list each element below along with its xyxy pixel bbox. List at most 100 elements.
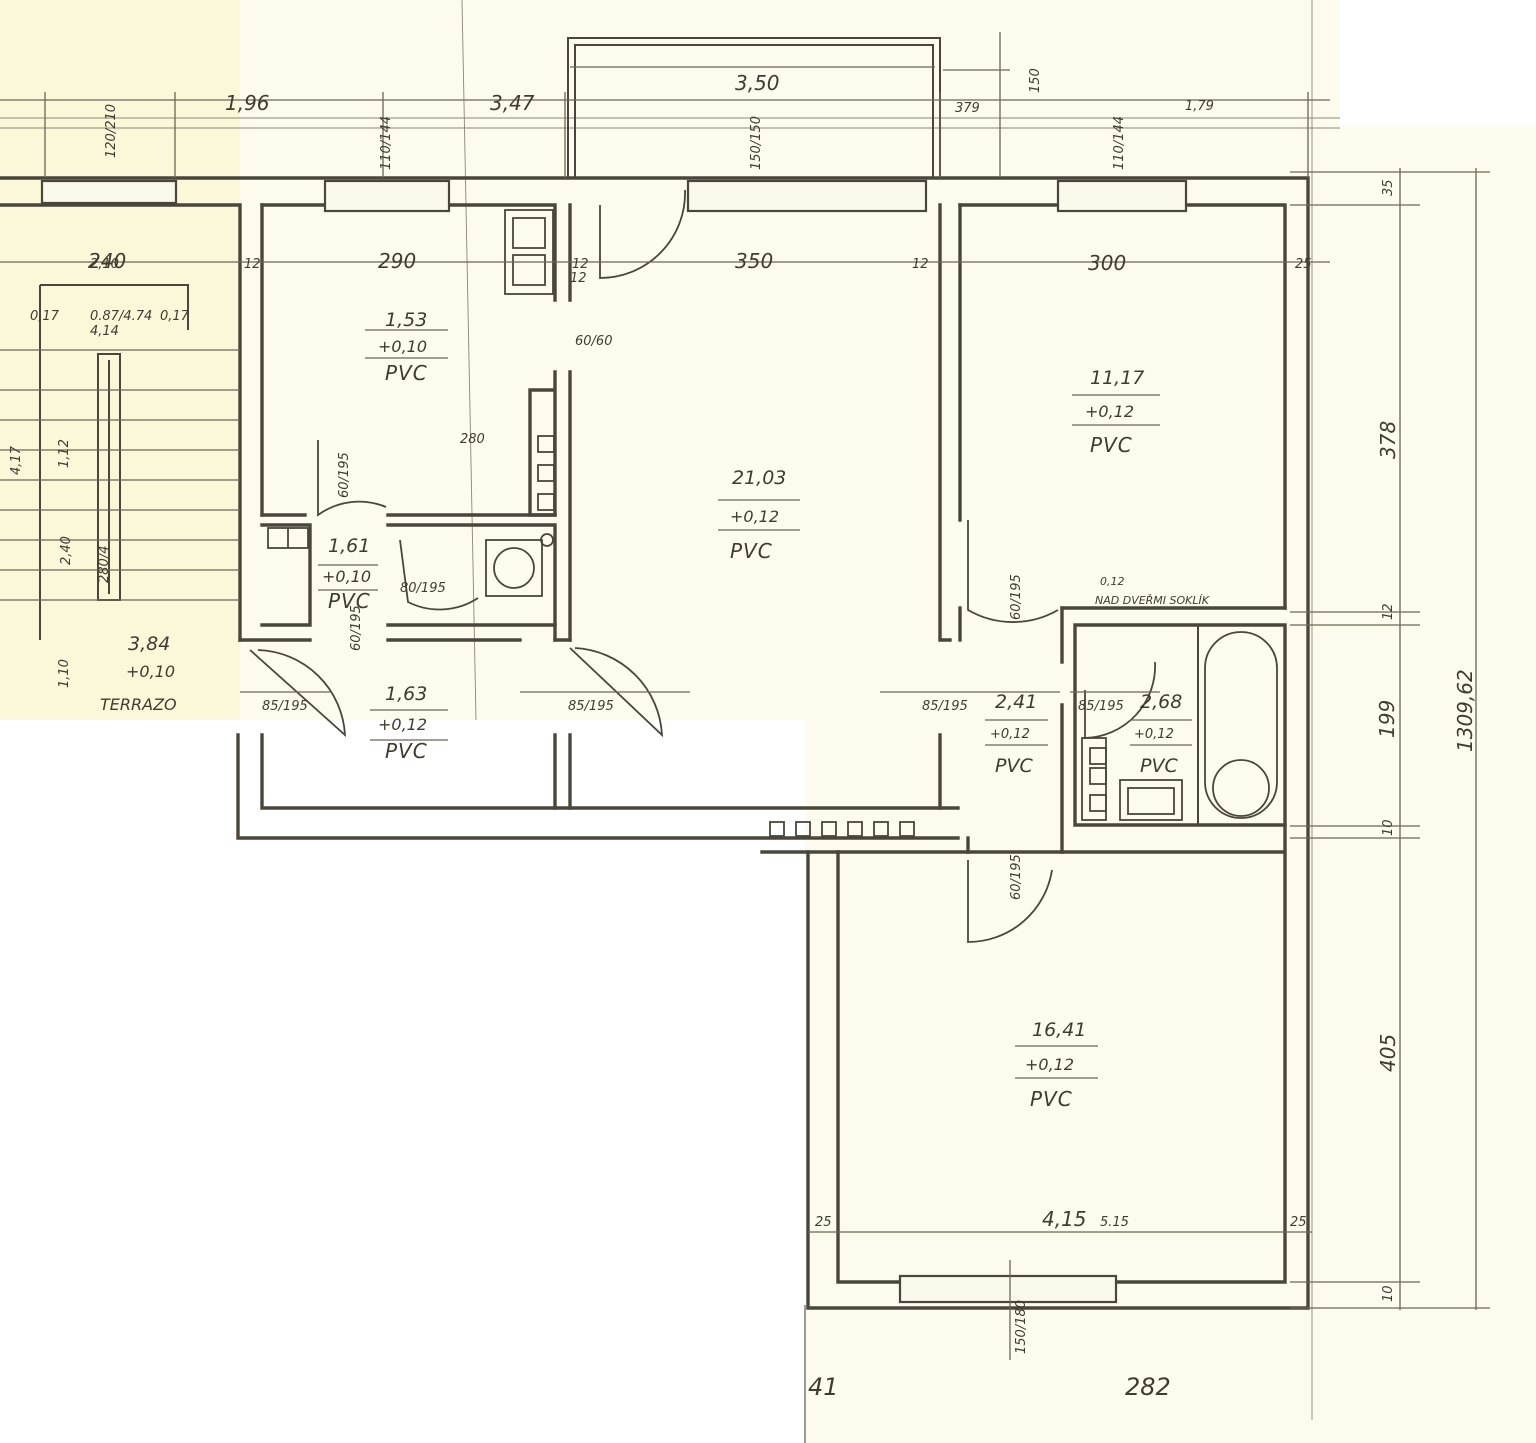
interior-walls (238, 203, 1287, 854)
room-area: 1,53 (385, 309, 427, 331)
fixtures (267, 209, 1278, 837)
stair-label: 4,17 (9, 445, 24, 475)
window-size-label: 110/144 (1112, 116, 1127, 170)
dim-label: 378 (1376, 421, 1400, 459)
room-level: +0,10 (322, 567, 371, 586)
room-area: 11,17 (1090, 367, 1144, 389)
dim-label: 80/195 (400, 581, 446, 596)
bathtub (1204, 631, 1278, 819)
dim-label: 280/4 (97, 546, 112, 583)
room-h-label: 16,41 +0,12 PVC (1025, 1019, 1086, 1111)
dim-label: 12 (912, 257, 929, 272)
room-area: 1,61 (328, 535, 370, 557)
window-size-label: 120/210 (104, 104, 119, 158)
dim-label: 85/195 (262, 699, 308, 714)
room-material: PVC (730, 539, 773, 563)
room-g-label: 2,68 +0,12 PVC (1134, 691, 1182, 777)
dim-label: 35 (1381, 179, 1396, 196)
window-size-label: 110/144 (379, 116, 394, 170)
dim-label: 290 (378, 249, 416, 273)
dim-label: 25 (815, 1215, 832, 1230)
dim-label: 150/180 (1014, 1300, 1029, 1354)
dim-label: 0.87/4.74 (90, 309, 152, 324)
room-area: 2,41 (995, 691, 1037, 713)
room-level: +0,12 (1134, 727, 1174, 742)
room-d-label: 21,03 +0,12 PVC (730, 467, 786, 563)
room-level: +0,10 (378, 337, 427, 356)
room-e-label: 11,17 +0,12 PVC (1085, 367, 1144, 457)
dim-label: 300 (1088, 251, 1126, 275)
washbasin (1119, 779, 1183, 821)
dim-label: 12 (244, 257, 261, 272)
window-size-label: 150/150 (749, 116, 764, 170)
room-material: PVC (1090, 433, 1133, 457)
room-level: +0,12 (378, 715, 427, 734)
windows (40, 179, 1188, 1304)
dim-label: 4,15 (1042, 1207, 1087, 1231)
note-text: 0,12 (1100, 575, 1125, 588)
stair-label: 1,12 (57, 439, 72, 468)
dim-label: 350 (735, 249, 773, 273)
room-material: TERRAZO (100, 695, 177, 714)
right-dimension-labels: 35 378 12 199 10 405 10 1309,62 (1375, 179, 1477, 1302)
dim-label: 85/195 (568, 699, 614, 714)
room-level: +0,12 (730, 507, 779, 526)
room-area: 1,63 (385, 683, 427, 705)
stair-label: 2,40 (59, 536, 74, 565)
dim-label: 10 (1381, 1285, 1396, 1302)
dim-label: 85/195 (922, 699, 968, 714)
stair-label: 2,10 (90, 257, 119, 272)
room-c-label: 1,63 +0,12 PVC (378, 683, 428, 763)
dim-label: 405 (1376, 1034, 1400, 1072)
room-material: PVC (385, 361, 428, 385)
terrace-label: 3,84 +0,10 TERRAZO (100, 633, 177, 714)
construction-guides (0, 0, 1340, 1420)
room-a-label: 1,53 +0,10 PVC (378, 309, 428, 385)
dim-label: 60/195 (349, 605, 364, 651)
room-b-label: 1,61 +0,10 PVC (322, 535, 371, 613)
dimension-lines (0, 32, 1490, 1443)
room-level: +0,12 (1085, 402, 1134, 421)
room-f-label: 2,41 +0,12 PVC (990, 691, 1037, 777)
dim-label: 1,96 (225, 91, 270, 115)
dim-label: 25 (1290, 1215, 1307, 1230)
inner-dimension-labels: 60/60 280 60/195 60/195 85/195 85/195 85… (90, 257, 1129, 1230)
room-area: 16,41 (1032, 1019, 1086, 1041)
window-living (686, 179, 928, 213)
sink-unit (504, 209, 554, 295)
dim-label: 3,50 (735, 71, 780, 95)
stair-label: 1,10 (57, 659, 72, 688)
dim-label: 240 (88, 249, 126, 273)
dim-label: 282 (1125, 1373, 1171, 1401)
top-dimension-labels: 1,96 3,47 3,50 379 1,79 150 350 290 300 … (88, 68, 1312, 275)
dim-label: 60/60 (575, 334, 612, 349)
dim-label: 199 (1375, 700, 1399, 738)
window-left (40, 179, 178, 205)
bottom-dimension-labels: 41 282 4,15 25 25 150/180 (808, 1207, 1307, 1401)
room-level: +0,12 (1025, 1055, 1074, 1074)
room-area: 3,84 (128, 633, 170, 655)
dim-label: 85/195 (1078, 699, 1124, 714)
dim-label: 150 (1028, 68, 1043, 93)
room-area: 2,68 (1140, 691, 1182, 713)
dim-label: 60/195 (337, 452, 352, 498)
room-material: PVC (1030, 1087, 1073, 1111)
stair-labels: 2,10 0,17 4,14 0,17 4,17 1,10 1,12 2,40 (9, 257, 190, 688)
dim-label: 379 (955, 101, 980, 116)
dim-label: 41 (808, 1373, 839, 1401)
stair-label: 0,17 (30, 309, 60, 324)
stair-label: 4,14 (90, 324, 119, 339)
room-level: +0,12 (990, 727, 1030, 742)
room-material: PVC (328, 589, 371, 613)
window-size-labels: 120/210 110/144 150/150 110/144 (104, 104, 1127, 170)
dim-label: 12 (572, 257, 589, 272)
dim-label: 60/195 (1009, 854, 1024, 900)
window-room-e (1056, 179, 1188, 213)
dim-label-total: 1309,62 (1453, 669, 1477, 752)
dim-label: 280 (460, 432, 485, 447)
room-material: PVC (385, 739, 428, 763)
room-level: +0,10 (126, 662, 175, 681)
staircase (0, 284, 240, 640)
doors (249, 189, 1156, 943)
stair-label: 0,17 (160, 309, 190, 324)
